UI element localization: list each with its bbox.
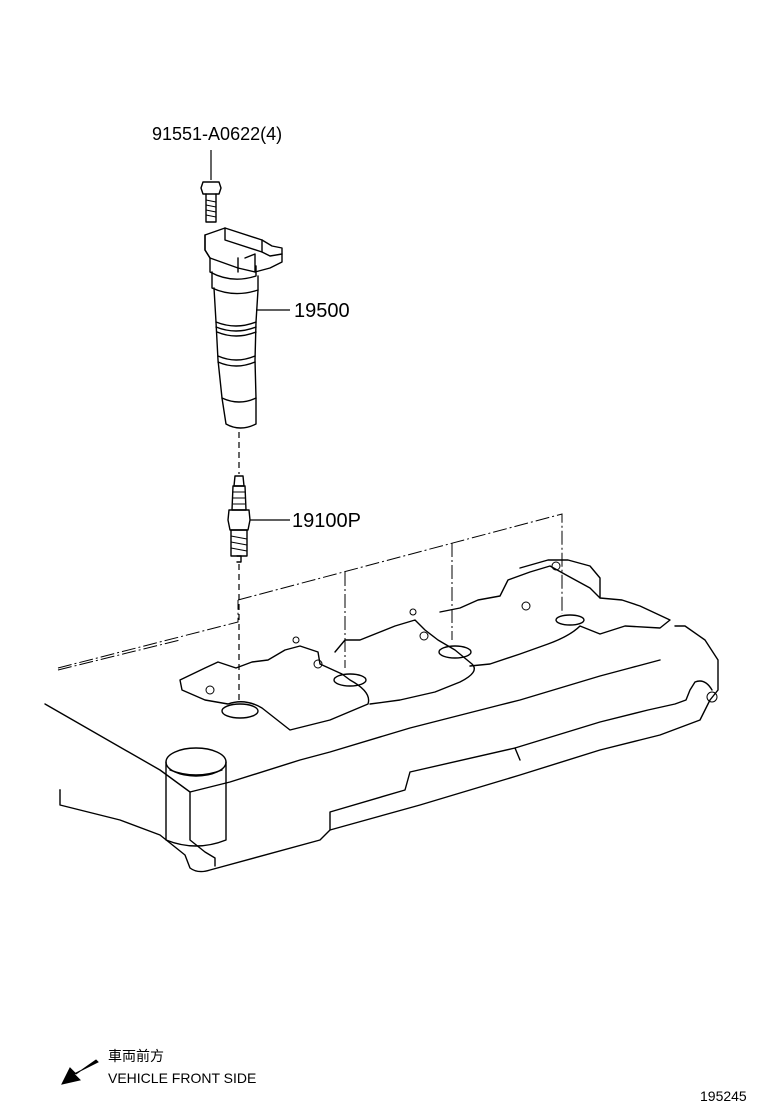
cam-cover-phantom xyxy=(57,513,563,669)
coil-part-number: 19500 xyxy=(294,300,350,322)
vehicle-front-jp: 車両前方 xyxy=(108,1048,164,1064)
bolt-part-number: 91551-A0622(4) xyxy=(152,124,282,144)
illustration-number: 195245 xyxy=(700,1088,747,1104)
plug-part-number: 19100P xyxy=(292,510,361,532)
cylinder-head xyxy=(44,559,719,873)
ignition-coil xyxy=(204,227,283,429)
spark-plug xyxy=(227,475,251,563)
vehicle-front-arrow-icon xyxy=(61,1059,99,1085)
vehicle-front-en: VEHICLE FRONT SIDE xyxy=(108,1070,256,1086)
bolt xyxy=(200,181,222,223)
